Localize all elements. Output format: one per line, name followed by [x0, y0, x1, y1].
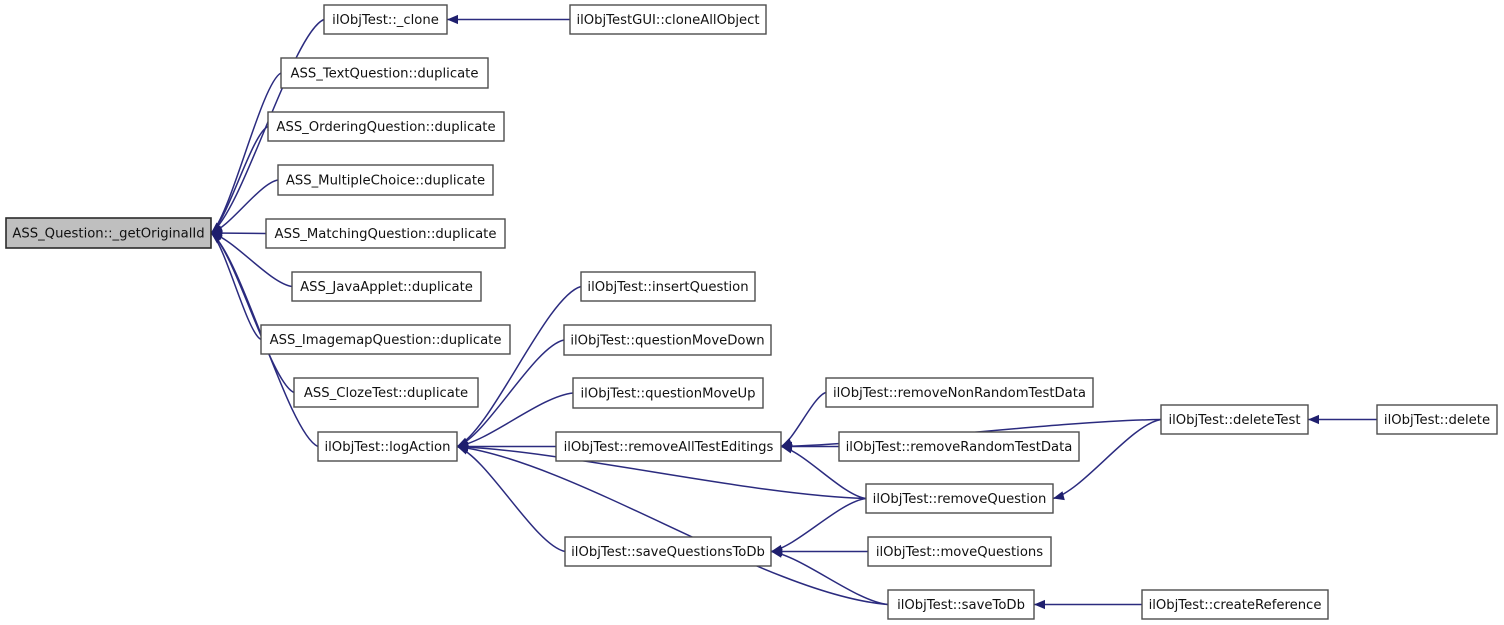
- node-box[interactable]: [563, 324, 772, 356]
- graph-node-deleteTest[interactable]: ilObjTest::deleteTest: [1160, 404, 1309, 435]
- node-box[interactable]: [265, 218, 506, 249]
- edge-arrowhead: [447, 14, 458, 25]
- graph-node-logAction[interactable]: ilObjTest::logAction: [317, 431, 458, 462]
- node-box[interactable]: [267, 111, 505, 142]
- edge-arrowhead: [781, 441, 793, 451]
- node-box[interactable]: [569, 4, 767, 35]
- node-box[interactable]: [580, 271, 756, 302]
- edge-arrowhead: [771, 548, 783, 558]
- node-box[interactable]: [825, 377, 1094, 408]
- node-box[interactable]: [277, 164, 494, 196]
- edge-arrowhead: [1034, 599, 1045, 610]
- node-box[interactable]: [260, 324, 511, 355]
- call-edge: [780, 391, 827, 448]
- call-edge: [210, 72, 282, 234]
- graph-node-javaQ[interactable]: ASS_JavaApplet::duplicate: [291, 271, 482, 302]
- call-edge: [770, 550, 889, 606]
- edges-layer: [210, 14, 1377, 610]
- graph-node-removeAll[interactable]: ilObjTest::removeAllTestEditings: [555, 431, 782, 462]
- graph-node-saveQsToDb[interactable]: ilObjTest::saveQuestionsToDb: [564, 536, 772, 567]
- graph-node-removeRand[interactable]: ilObjTest::removeRandomTestData: [838, 431, 1080, 462]
- node-box[interactable]: [555, 431, 782, 462]
- node-box[interactable]: [5, 217, 212, 249]
- graph-node-imageQ[interactable]: ASS_ImagemapQuestion::duplicate: [260, 324, 511, 355]
- node-box[interactable]: [572, 377, 764, 409]
- call-edge: [210, 232, 262, 341]
- graph-node-clone[interactable]: ilObjTest::_clone: [323, 4, 448, 35]
- graph-node-removeNonRand[interactable]: ilObjTest::removeNonRandomTestData: [825, 377, 1094, 408]
- graph-node-removeQ[interactable]: ilObjTest::removeQuestion: [865, 483, 1054, 514]
- node-box[interactable]: [838, 431, 1080, 462]
- call-edge: [456, 445, 867, 500]
- graph-node-clozeQ[interactable]: ASS_ClozeTest::duplicate: [293, 377, 479, 408]
- edge-arrowhead: [1053, 491, 1065, 501]
- edge-arrowhead: [1308, 414, 1319, 425]
- graph-node-saveToDb[interactable]: ilObjTest::saveToDb: [887, 589, 1035, 620]
- node-box[interactable]: [1376, 404, 1498, 435]
- call-edge: [456, 339, 565, 448]
- call-edge: [770, 497, 867, 553]
- node-box[interactable]: [865, 483, 1054, 514]
- call-edge: [1052, 418, 1162, 500]
- graph-node-multiQ[interactable]: ASS_MultipleChoice::duplicate: [277, 164, 494, 196]
- node-box[interactable]: [291, 271, 482, 302]
- call-edge: [456, 285, 582, 448]
- nodes-layer: ASS_Question::_getOriginalId ilObjTest::_…: [5, 4, 1498, 620]
- graph-node-qMoveUp[interactable]: ilObjTest::questionMoveUp: [572, 377, 764, 409]
- call-edge: [456, 445, 566, 553]
- call-edge: [456, 392, 574, 448]
- graph-node-moveQs[interactable]: ilObjTest::moveQuestions: [867, 536, 1052, 567]
- graph-node-getOriginalId[interactable]: ASS_Question::_getOriginalId: [5, 217, 212, 249]
- graph-node-textQ[interactable]: ASS_TextQuestion::duplicate: [280, 57, 489, 89]
- graph-node-matchQ[interactable]: ASS_MatchingQuestion::duplicate: [265, 218, 506, 249]
- node-box[interactable]: [317, 431, 458, 462]
- graph-node-createRef[interactable]: ilObjTest::createReference: [1141, 589, 1329, 620]
- node-box[interactable]: [887, 589, 1035, 620]
- graph-node-insertQ[interactable]: ilObjTest::insertQuestion: [580, 271, 756, 302]
- node-box[interactable]: [1160, 404, 1309, 435]
- call-edge: [456, 445, 889, 606]
- node-box[interactable]: [1141, 589, 1329, 620]
- node-box[interactable]: [867, 536, 1052, 567]
- node-box[interactable]: [280, 57, 489, 89]
- edge-arrowhead: [211, 233, 223, 244]
- graph-node-qMoveDown[interactable]: ilObjTest::questionMoveDown: [563, 324, 772, 356]
- edge-arrowhead: [457, 443, 469, 453]
- graph-node-cloneAll[interactable]: ilObjTestGUI::cloneAllObject: [569, 4, 767, 35]
- node-box[interactable]: [564, 536, 772, 567]
- node-box[interactable]: [293, 377, 479, 408]
- node-box[interactable]: [323, 4, 448, 35]
- graph-node-orderQ[interactable]: ASS_OrderingQuestion::duplicate: [267, 111, 505, 142]
- graph-node-delete[interactable]: ilObjTest::delete: [1376, 404, 1498, 435]
